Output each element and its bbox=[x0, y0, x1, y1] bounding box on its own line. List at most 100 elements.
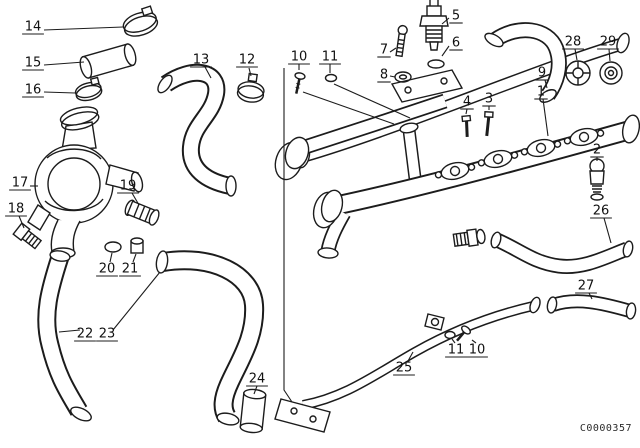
part-15-water-hose-stub bbox=[79, 43, 137, 79]
housing-left-boss bbox=[27, 204, 51, 231]
leader-line bbox=[465, 108, 468, 115]
part-20-sealing-ring bbox=[104, 241, 122, 253]
part-4-bolt bbox=[461, 114, 472, 138]
rail-port-flange bbox=[434, 161, 476, 181]
leader-line bbox=[451, 338, 456, 344]
extra-leader-lines bbox=[283, 68, 411, 403]
hose-connector-fitting bbox=[452, 228, 486, 247]
part-label-23[interactable]: 23 bbox=[99, 327, 116, 342]
part-label-27[interactable]: 27 bbox=[578, 279, 595, 294]
part-label-10[interactable]: 10 bbox=[291, 50, 308, 65]
part-label-16[interactable]: 16 bbox=[25, 83, 42, 98]
part-label-7[interactable]: 7 bbox=[380, 43, 388, 58]
part-28-thermostat bbox=[565, 60, 591, 86]
part-11-washer bbox=[324, 73, 338, 83]
part-label-19[interactable]: 19 bbox=[120, 179, 137, 194]
leader-line bbox=[109, 252, 113, 263]
part-label-24[interactable]: 24 bbox=[249, 372, 266, 387]
front-pipe-flange bbox=[284, 136, 310, 170]
leader-line bbox=[333, 83, 411, 119]
leader-line bbox=[283, 68, 293, 403]
pipe-bracket bbox=[274, 398, 331, 433]
leader-line bbox=[389, 47, 397, 53]
part-18-screw-plug bbox=[12, 222, 43, 250]
part-label-8[interactable]: 8 bbox=[380, 68, 388, 83]
part-label-17[interactable]: 17 bbox=[12, 176, 29, 191]
part-10-screw bbox=[294, 72, 306, 94]
part-5-temperature-switch bbox=[419, 0, 449, 51]
part-1-water-rail-pipe bbox=[312, 114, 640, 259]
leader-line bbox=[603, 217, 612, 244]
part-14-hose-clamp bbox=[122, 5, 159, 37]
leader-line bbox=[253, 385, 258, 395]
leader-line bbox=[248, 67, 252, 77]
part-label-5[interactable]: 5 bbox=[452, 9, 460, 24]
leader-line bbox=[43, 61, 85, 66]
part-label-15[interactable]: 15 bbox=[25, 56, 42, 71]
leader-line bbox=[441, 17, 450, 25]
leader-line bbox=[608, 48, 611, 62]
leader-line bbox=[407, 351, 414, 362]
leader-line bbox=[441, 45, 450, 57]
part-label-12[interactable]: 12 bbox=[239, 53, 256, 68]
leader-line bbox=[542, 98, 549, 137]
diagram-code: C0000357 bbox=[579, 423, 632, 434]
leader-line bbox=[302, 91, 395, 125]
part-label-25[interactable]: 25 bbox=[396, 361, 413, 376]
leader-line bbox=[204, 66, 212, 79]
leader-line bbox=[471, 339, 477, 344]
part-21-cap bbox=[130, 237, 144, 254]
part-label-21[interactable]: 21 bbox=[122, 262, 139, 277]
part-label-26[interactable]: 26 bbox=[593, 204, 610, 219]
part-12-hose-clamp bbox=[236, 72, 265, 103]
part-label-9[interactable]: 9 bbox=[538, 66, 546, 81]
part-11-washer bbox=[444, 330, 456, 340]
part-label-18[interactable]: 18 bbox=[8, 202, 25, 217]
housing-bottom-port bbox=[50, 219, 81, 253]
part-label-1[interactable]: 1 bbox=[537, 85, 545, 100]
leader-line bbox=[132, 253, 137, 263]
leader-line bbox=[389, 75, 396, 78]
part-label-20[interactable]: 20 bbox=[99, 262, 116, 277]
part-16-hose-clamp bbox=[74, 76, 103, 102]
part-29-sealing-cap bbox=[599, 61, 623, 85]
leader-line bbox=[574, 48, 578, 61]
part-6-sealing-ring bbox=[427, 59, 445, 69]
part-label-28[interactable]: 28 bbox=[565, 35, 582, 50]
part-13-water-hose bbox=[155, 73, 236, 197]
part-26-water-hose bbox=[490, 231, 634, 266]
leader-line bbox=[131, 192, 140, 206]
part-label-14[interactable]: 14 bbox=[25, 20, 42, 35]
part-label-3[interactable]: 3 bbox=[485, 92, 493, 107]
part-label-4[interactable]: 4 bbox=[463, 95, 471, 110]
leader-line bbox=[18, 215, 25, 229]
pipe-tab bbox=[424, 313, 445, 331]
part-label-11[interactable]: 11 bbox=[322, 50, 339, 65]
part-label-22[interactable]: 22 bbox=[77, 327, 94, 342]
part-label-11[interactable]: 11 bbox=[448, 343, 465, 358]
part-label-2[interactable]: 2 bbox=[593, 143, 601, 158]
front-water-pipe bbox=[274, 69, 464, 181]
part-label-10[interactable]: 10 bbox=[469, 343, 486, 358]
part-label-6[interactable]: 6 bbox=[452, 36, 460, 51]
part-27-water-hose bbox=[546, 296, 636, 320]
leader-line bbox=[58, 329, 81, 333]
rail-port-flange bbox=[520, 138, 562, 158]
part-8-gasket bbox=[394, 71, 412, 83]
part-24-water-hose-stub bbox=[239, 388, 267, 434]
part-3-bolt bbox=[484, 111, 494, 137]
part-label-13[interactable]: 13 bbox=[193, 53, 210, 68]
part-23-water-hose bbox=[155, 250, 254, 426]
housing-right-port bbox=[105, 164, 139, 192]
part-label-29[interactable]: 29 bbox=[600, 35, 617, 50]
leader-line bbox=[112, 271, 161, 331]
part-22-water-hose bbox=[47, 249, 92, 422]
rail-port-flange bbox=[477, 149, 519, 169]
pipe-junction bbox=[399, 122, 418, 186]
leader-line bbox=[544, 79, 548, 89]
leader-line bbox=[588, 292, 593, 300]
part-25-water-pipe bbox=[274, 296, 541, 433]
